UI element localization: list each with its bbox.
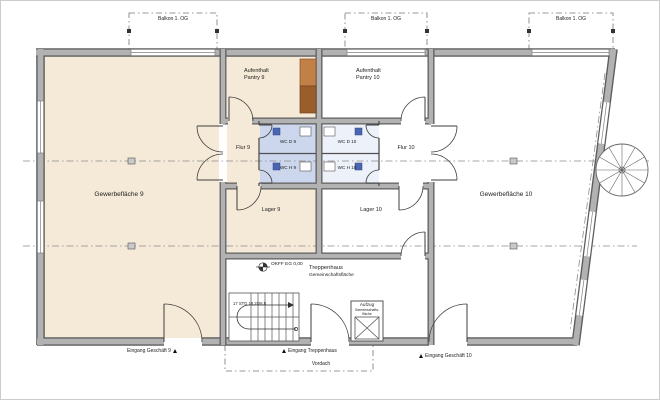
room-label-flur9: Flur 9 [235,145,251,151]
room-label-pantry10: Aufenthalt Pantry 10 [356,68,381,81]
entrance-shop9: Eingang Geschäft 9 [127,348,177,354]
wc-partition-walls [258,121,380,186]
canopy-outline [224,345,374,372]
room-label-flur10: Flur 10 [397,145,415,151]
section-lines [23,72,649,332]
door-swings [163,96,468,343]
elevator-sub-label: Gemeinschafts- fläche [354,308,380,317]
entrance-stairwell: Eingang Treppenhaus [282,348,337,354]
room-label-wc-d10: WC D 10 [337,139,357,144]
entrance-arrow-icon [419,354,423,358]
interior-walls [219,49,435,345]
entrance-shop10: Eingang Geschäft 10 [419,353,472,359]
entrance-arrow-icon [282,349,286,353]
room-label-pantry9: Aufenthalt Pantry 9 [244,68,269,81]
room-label-gewerbe9: Gewerbefläche 9 [94,191,144,198]
room-label-gewerbe10: Gewerbefläche 10 [479,191,533,198]
columns [127,157,518,250]
entrance-shop10-label: Eingang Geschäft 10 [425,353,472,359]
balcony-posts [127,29,615,33]
staircase [228,292,300,342]
entrance-arrow-icon [172,349,177,353]
balcony-2-label: Balkon 1. OG [370,16,401,22]
balcony-1-label: Balkon 1. OG [157,16,188,22]
entrance-shop9-label: Eingang Geschäft 9 [127,348,171,354]
room-fill-gewerbe9 [44,56,219,338]
elevator [350,300,384,342]
canopy-label: Vordach [311,361,331,367]
room-label-wc-h10: WC H 10 [337,165,357,170]
elevator-cross-icon [354,316,380,340]
room-label-treppenhaus-sub: Gemeinschaftsfläche [309,273,354,278]
room-fill-gewerbe10 [435,56,610,338]
room-label-wc-d9: WC D 9 [279,139,297,144]
kitchen-cabinet [299,58,317,114]
room-label-lager10: Lager 10 [360,207,382,213]
level-label: OKFF EG 0,00 [271,262,303,267]
stair-note: 17 STG 18,2/26,5 [233,301,267,306]
balcony-3-label: Balkon 1. OG [555,16,586,22]
room-label-wc-h9: WC H 9 [279,165,297,170]
stair-arrow-icon [288,302,294,308]
wc-fixtures [272,126,363,172]
spiral-staircase [595,143,649,197]
level-marker-icon [256,262,270,272]
windows [37,49,610,316]
stair-walk-line [236,304,296,330]
outer-walls [36,48,618,346]
room-label-lager9: Lager 9 [261,207,281,213]
room-label-treppenhaus: Treppenhaus [309,265,343,271]
elevator-label: Aufzug [359,302,375,307]
entrance-stairwell-label: Eingang Treppenhaus [288,348,337,354]
